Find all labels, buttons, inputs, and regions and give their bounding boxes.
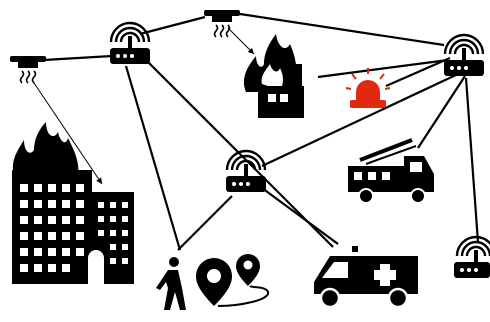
router-center-icon — [225, 149, 267, 192]
person-route-icon — [156, 254, 269, 310]
route-path — [217, 285, 269, 307]
house-chimney — [292, 64, 302, 88]
smoke-detector-top-icon — [204, 10, 240, 38]
link-router-topright-router-center — [261, 73, 459, 167]
link-router-center-ambulance — [261, 187, 339, 245]
fire-truck-icon — [348, 138, 434, 204]
skyscraper-flames — [12, 122, 79, 176]
link-router-topright-house — [317, 58, 449, 79]
router-top-right-icon — [443, 33, 485, 76]
link-router-topright-router-bottomright — [464, 77, 480, 243]
link-router-topright-alarm — [385, 56, 451, 88]
link-router-center-person — [177, 195, 233, 251]
link-smoke-top-router-topright — [239, 12, 445, 47]
network-links — [43, 12, 480, 251]
burning-house-icon — [243, 34, 304, 118]
ambulance-icon — [314, 246, 418, 309]
link-router-topleft-ambulance — [147, 61, 334, 248]
alarm-beacon-icon — [345, 68, 391, 108]
router-bottom-right-icon — [454, 235, 490, 278]
location-pin-right — [236, 254, 260, 286]
link-router-topleft-smoke-left — [43, 54, 113, 62]
burning-skyscrapers-icon — [12, 122, 134, 284]
link-router-topright-firetruck — [417, 75, 466, 149]
sensing-arrows — [31, 27, 255, 185]
house-flames — [243, 34, 297, 92]
arrow-smoke-left-to-buildings — [31, 79, 103, 185]
router-top-left-icon — [109, 21, 151, 64]
link-router-topleft-person — [124, 65, 182, 251]
arrow-smoke-top-to-house — [227, 27, 255, 55]
smoke-detector-left-icon — [10, 56, 46, 84]
link-router-topleft-smoke-top — [139, 15, 206, 36]
